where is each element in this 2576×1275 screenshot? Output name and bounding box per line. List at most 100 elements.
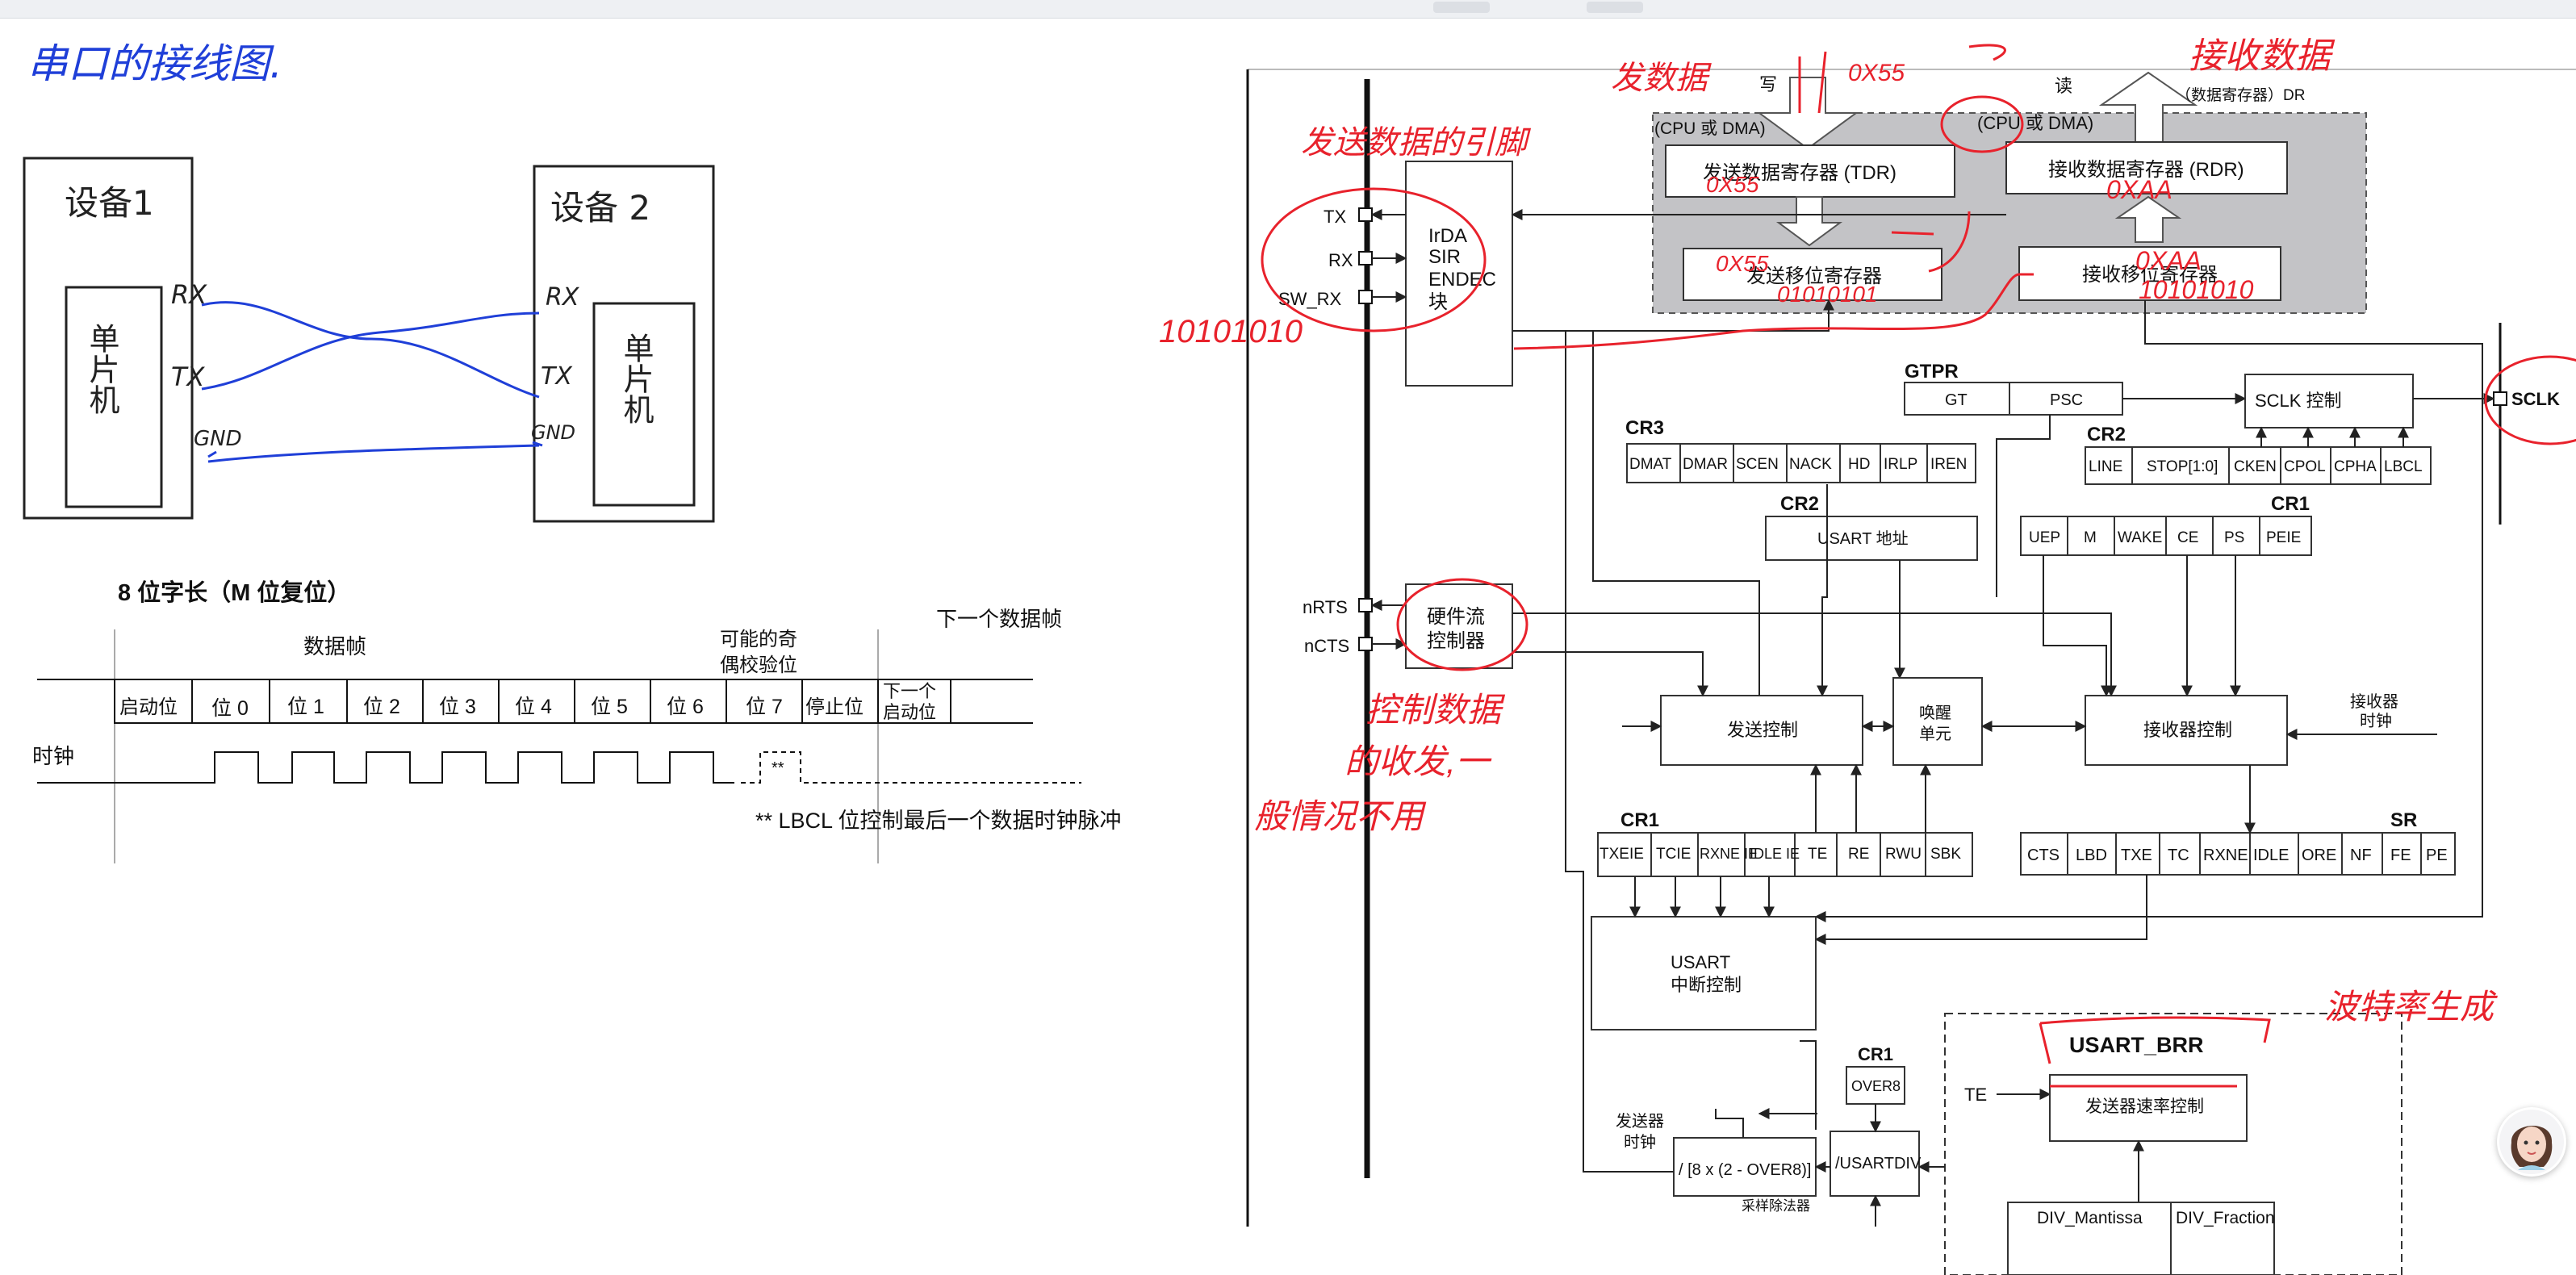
cr1-idleie: IDLE IE	[1750, 846, 1800, 862]
cr1-top-cells	[2020, 516, 2312, 556]
bit-1: 位 1	[287, 696, 324, 718]
parity-label-2: 偶校验位	[720, 654, 797, 676]
bit-4: 位 4	[515, 696, 552, 718]
pin-ncts-pad	[1358, 637, 1373, 651]
irda-line3: ENDEC	[1428, 269, 1496, 291]
irq-block	[1591, 916, 1817, 1030]
pin-nrts-label: nRTS	[1303, 597, 1348, 617]
sclk-control-label: SCLK 控制	[2255, 391, 2342, 411]
cr2-cpha: CPHA	[2334, 458, 2377, 475]
brr-region	[1944, 1013, 2402, 1275]
cr3-iren: IREN	[1930, 456, 1967, 473]
frame-bit-cells	[114, 679, 1033, 724]
cr3-title: CR3	[1625, 417, 1664, 439]
sr-title: SR	[2390, 809, 2417, 831]
cr1-ps: PS	[2224, 529, 2244, 546]
device2-box	[533, 165, 715, 523]
rx-shift-label: 接收移位寄存器	[2082, 264, 2218, 286]
next-frame-label: 下一个数据帧	[936, 607, 1062, 631]
sr-cts: CTS	[2027, 847, 2060, 864]
cr1-top-title: CR1	[2271, 493, 2310, 515]
annot-send-pin: 发送数据的引脚	[1301, 125, 1532, 161]
cr2-stop: STOP[1:0]	[2147, 458, 2218, 475]
usart-block-diagram: 写 读 （数据寄存器）DR (CPU 或 DMA) (CPU 或 DMA) 发送…	[1246, 69, 2576, 1275]
cr2-cken: CKEN	[2234, 458, 2277, 475]
sr-cells	[2020, 832, 2456, 876]
bit-0: 位 0	[211, 697, 249, 720]
over8-label: OVER8	[1851, 1078, 1901, 1094]
sample-divider-box	[1673, 1137, 1817, 1197]
sr-fe: FE	[2390, 847, 2411, 864]
cr2-addr-box	[1765, 516, 1978, 561]
cr1-wake: WAKE	[2118, 529, 2162, 546]
rx-control-label: 接收器控制	[2143, 720, 2232, 740]
hwflow-line2: 控制器	[1427, 630, 1485, 652]
next-start-2: 启动位	[883, 702, 936, 722]
pin-nrts-pad	[1358, 598, 1373, 612]
pin-rx-pad	[1358, 251, 1373, 265]
irq-line1: USART	[1671, 952, 1730, 972]
sr-lbd: LBD	[2076, 847, 2107, 864]
tx-clock-line2: 时钟	[1624, 1133, 1656, 1152]
tx-shift-box	[1683, 248, 1942, 301]
rx-clock-line2: 时钟	[2360, 712, 2392, 730]
bit-6: 位 6	[667, 696, 704, 718]
annot-ctrl-note-1: 控制数据	[1365, 691, 1506, 729]
gtpr-psc: PSC	[2050, 391, 2083, 409]
device1-mcu-label: 单片机	[84, 323, 119, 415]
cr1-m: M	[2084, 529, 2097, 546]
device2-mcu-box	[592, 302, 696, 507]
cr1-sbk: SBK	[1930, 846, 1961, 863]
annot-circle-cpu	[1940, 95, 2024, 153]
cr2-cpol: CPOL	[2284, 458, 2326, 475]
sr-idle: IDLE	[2253, 847, 2289, 864]
irda-line2: SIR	[1428, 246, 1461, 268]
rdr-label: 接收数据寄存器 (RDR)	[2048, 159, 2244, 181]
cr1-peie: PEIE	[2266, 529, 2301, 546]
brr-rate-label: 发送器速率控制	[2085, 1097, 2204, 1116]
toolbar-button[interactable]	[1587, 2, 1643, 13]
bit-3: 位 3	[439, 696, 476, 718]
pin-sclk-label: SCLK	[2511, 389, 2560, 409]
pin-tx-pad	[1358, 207, 1373, 222]
pin-swrx-pad	[1358, 290, 1373, 304]
sample-divider-sub: 采样除法器	[1742, 1198, 1810, 1214]
hwflow-block	[1405, 583, 1513, 669]
cr3-scen: SCEN	[1736, 456, 1779, 473]
toolbar-button[interactable]	[1433, 2, 1490, 13]
hwflow-line1: 硬件流	[1427, 606, 1485, 628]
tx-clock-line1: 发送器	[1616, 1112, 1664, 1131]
tdr-box	[1665, 144, 1955, 198]
cr1-re: RE	[1848, 846, 1869, 863]
cr3-dmar: DMAR	[1683, 456, 1728, 473]
data-frame-label: 数据帧	[303, 634, 366, 658]
sr-txe: TXE	[2121, 847, 2152, 864]
sample-divider-label: / [8 x (2 - OVER8)]	[1679, 1161, 1811, 1179]
gtpr-title: GTPR	[1905, 361, 1959, 382]
device2-mcu-label: 单片机	[618, 332, 654, 424]
red-annotation-text: 发数据 0X55 接收数据 发送数据的引脚 0X55 0X55 01010101…	[1159, 36, 2498, 1026]
annot-hex4: 0XAA	[2106, 175, 2172, 204]
clock-note-marker: **	[772, 759, 784, 777]
cr1-rwu: RWU	[1885, 846, 1922, 863]
cr1-uep: UEP	[2029, 529, 2060, 546]
sr-nf: NF	[2350, 847, 2372, 864]
parity-label-1: 可能的奇	[720, 629, 797, 650]
window-top-bar	[0, 0, 2576, 19]
brr-fraction: DIV_Fraction	[2176, 1209, 2275, 1227]
wakeup-line2: 单元	[1919, 725, 1951, 743]
device2-pin-tx: TX	[541, 362, 573, 391]
frame-title: 8 位字长（M 位复位）	[118, 579, 350, 606]
annot-recv-data: 接收数据	[2189, 36, 2336, 76]
assistant-avatar-icon[interactable]	[2497, 1107, 2566, 1177]
annot-circle-sclk	[2484, 355, 2576, 445]
pin-rx-label: RX	[1328, 250, 1353, 270]
assistant-face-icon	[2499, 1110, 2564, 1174]
tx-shift-label: 发送移位寄存器	[1746, 265, 1882, 287]
dr-label: （数据寄存器）DR	[2176, 86, 2305, 104]
tdr-label: 发送数据寄存器 (TDR)	[1703, 162, 1896, 184]
cpu-dma-right: (CPU 或 DMA)	[1977, 113, 2093, 133]
sclk-control-box	[2244, 374, 2414, 428]
pin-ncts-label: nCTS	[1304, 636, 1349, 656]
